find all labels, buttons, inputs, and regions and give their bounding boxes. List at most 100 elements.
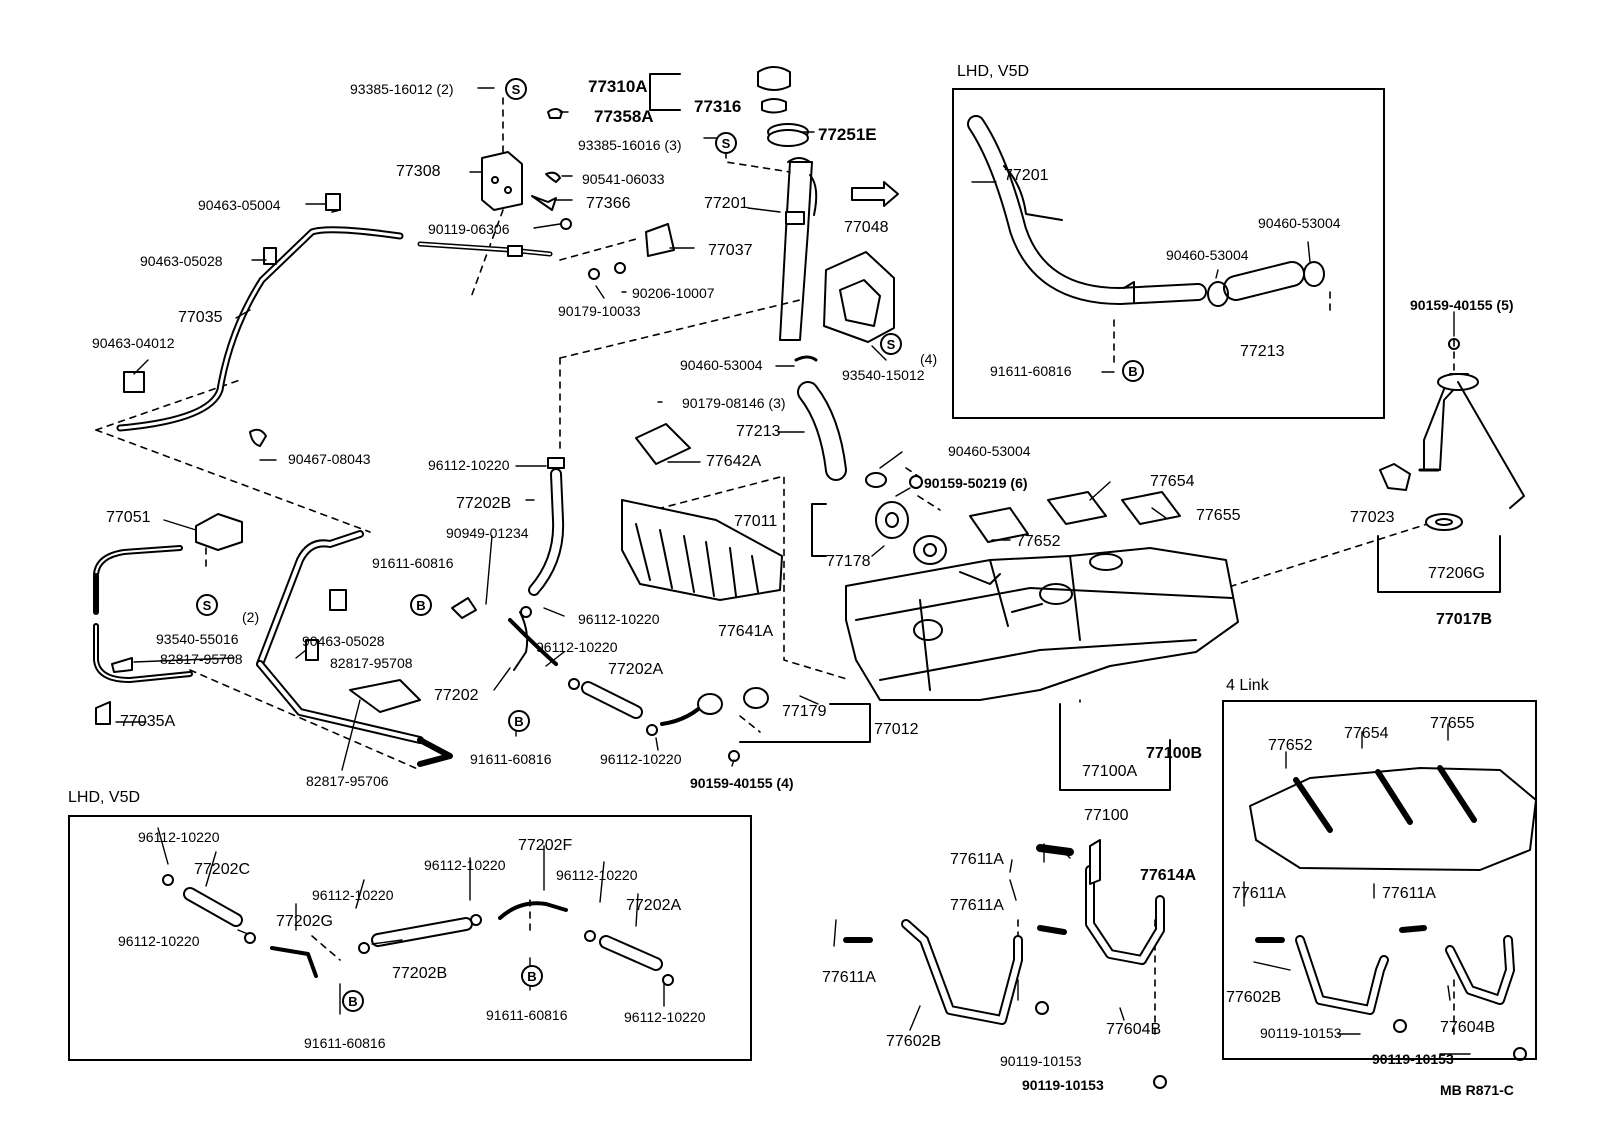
section-header-lhd-top: LHD, V5D: [957, 63, 1030, 80]
part-label: 77037: [708, 242, 753, 259]
part-label: 90179-10033: [558, 303, 641, 319]
wire-harness-drawing: [256, 530, 453, 767]
symbol-b: B: [508, 710, 530, 732]
part-label: 77048: [844, 219, 889, 236]
part-label: 77310A: [588, 77, 648, 96]
part-label: 77201: [1004, 167, 1049, 184]
part-label: 96112-10220: [118, 933, 200, 949]
part-label: 82817-95708: [330, 655, 413, 671]
part-label: 82817-95706: [306, 773, 389, 789]
part-label: 90463-05028: [140, 253, 223, 269]
part-label: 77604B: [1440, 1019, 1496, 1036]
part-label: 93385-16012 (2): [350, 81, 454, 97]
part-label: 90119-10153: [1000, 1053, 1082, 1069]
part-label: 90460-53004: [680, 357, 763, 373]
part-label: (4): [920, 351, 938, 367]
bracket-lines: [649, 73, 1501, 791]
part-label: 77641A: [718, 623, 774, 640]
part-label: 77358A: [594, 107, 654, 126]
part-label: 90119-10153: [1260, 1025, 1342, 1041]
part-label: 77202B: [392, 965, 448, 982]
part-label: 90463-05004: [198, 197, 281, 213]
part-label: 91611-60816: [470, 751, 552, 767]
part-label: 96112-10220: [424, 857, 506, 873]
fuel-hoses-drawing: [451, 597, 740, 762]
symbol-s: S: [715, 132, 737, 154]
part-label: (2): [242, 609, 260, 625]
part-label: 93385-16016 (3): [578, 137, 682, 153]
part-label: 96112-10220: [600, 751, 682, 767]
lhd-v5d-inset-bottom: [68, 815, 752, 1061]
part-label: 77611A: [1232, 885, 1286, 902]
lhd-v5d-inset-top: [952, 88, 1385, 419]
part-label: 77100A: [1082, 763, 1138, 780]
filler-cap-drawings: [757, 66, 809, 147]
part-label: 82817-95708: [160, 651, 243, 667]
part-label: 90460-53004: [1166, 247, 1249, 263]
part-label: 90541-06033: [582, 171, 665, 187]
part-label: 90119-10153: [1022, 1077, 1104, 1093]
hose-77202B-drawing: [528, 457, 565, 596]
protector-77048-drawing: [823, 181, 899, 343]
cable-77035A-drawing: [93, 513, 243, 725]
part-label: 96112-10220: [556, 867, 638, 883]
part-label: 77642A: [706, 453, 762, 470]
part-label: 96112-10220: [624, 1009, 706, 1025]
symbol-s: S: [505, 78, 527, 100]
part-label: 77202B: [456, 495, 512, 512]
symbol-b: B: [410, 594, 432, 616]
part-label: 77035A: [120, 713, 176, 730]
fuel-tank-drawing: [845, 547, 1239, 701]
part-label: 77614A: [1140, 867, 1197, 884]
part-label: 90159-50219 (6): [924, 475, 1028, 491]
sender-unit-drawing: [1379, 338, 1525, 531]
part-label: 77202A: [626, 897, 682, 914]
part-label: 77035: [178, 309, 223, 326]
part-label: 77202F: [518, 837, 573, 854]
fuel-lid-drawing: [481, 108, 572, 230]
part-label: 77213: [1240, 343, 1285, 360]
part-label: 77023: [1350, 509, 1395, 526]
part-label: 90206-10007: [632, 285, 715, 301]
part-label: 91611-60816: [304, 1035, 386, 1051]
part-label: 77011: [734, 513, 778, 530]
part-label: 90949-01234: [446, 525, 529, 541]
tank-protector-drawing: [621, 423, 783, 601]
symbol-b: B: [1122, 360, 1144, 382]
four-link-straps-drawing: [1255, 925, 1527, 1061]
part-label: 90460-53004: [948, 443, 1031, 459]
part-label: 91611-60816: [990, 363, 1072, 379]
part-label: 77179: [782, 703, 827, 720]
part-label: 77206G: [1428, 565, 1485, 582]
part-label: 77100: [1084, 807, 1129, 824]
part-label: 91611-60816: [372, 555, 454, 571]
part-label: 77251E: [818, 125, 877, 144]
part-label: 77655: [1430, 715, 1475, 732]
part-label: 77654: [1344, 725, 1389, 742]
document-code: MB R871-C: [1440, 1082, 1514, 1098]
part-label: 96112-10220: [428, 457, 510, 473]
part-label: 96112-10220: [578, 611, 660, 627]
symbol-b: B: [342, 990, 364, 1012]
part-label: 77051: [106, 509, 151, 526]
opener-cable-drawing: [116, 193, 675, 447]
part-label: 90460-53004: [1258, 215, 1341, 231]
part-label: 77202: [434, 687, 479, 704]
part-label: 77655: [1196, 507, 1241, 524]
part-label: 77202A: [608, 661, 664, 678]
lhd-inset-pipe-drawing: [967, 115, 1325, 307]
part-label: 77652: [1268, 737, 1313, 754]
part-label: 77308: [396, 163, 441, 180]
four-link-tank-drawing: [1249, 765, 1537, 871]
part-label: 77652: [1016, 533, 1061, 550]
sender-gauge-drawing: [743, 475, 1181, 709]
part-label: 77201: [704, 195, 749, 212]
part-label: 77017B: [1436, 611, 1493, 628]
symbol-b: B: [521, 965, 543, 987]
part-label: 90119-10153: [1372, 1051, 1454, 1067]
part-label: 91611-60816: [486, 1007, 568, 1023]
part-label: 93540-15012: [842, 367, 925, 383]
lhd-bottom-hoses-drawing: [162, 874, 674, 986]
part-label: 90159-40155 (4): [690, 775, 794, 791]
